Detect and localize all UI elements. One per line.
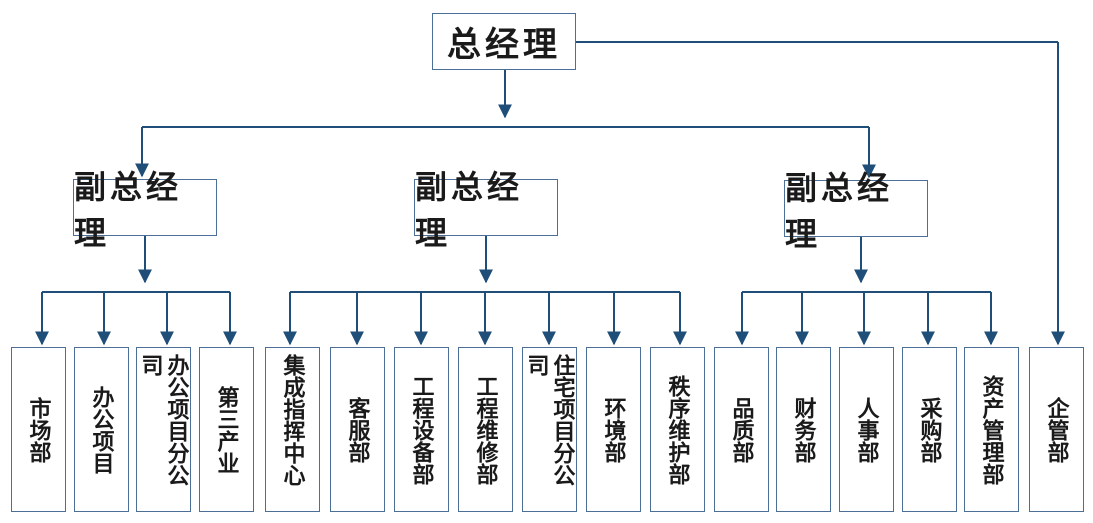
dept-label: 办公项目分公司 — [137, 354, 190, 486]
dept-label: 客服部 — [344, 396, 371, 463]
dept-box-enterprise-management: 企管部 — [1029, 347, 1084, 512]
dept-label: 市场部 — [25, 396, 52, 463]
dept-label: 企管部 — [1043, 396, 1070, 463]
dept-label: 集成指挥中心 — [279, 354, 306, 486]
general-manager-label: 总经理 — [447, 25, 561, 65]
dept-box-engineering-equipment: 工程设备部 — [394, 347, 449, 512]
dept-box-office-project: 办公项目 — [74, 347, 129, 512]
dept-box-asset-management: 资产管理部 — [964, 347, 1019, 512]
deputy-manager-label: 副总经理 — [415, 167, 524, 252]
dept-box-market: 市场部 — [11, 347, 66, 512]
dept-label: 财务部 — [790, 396, 817, 463]
dept-label: 环境部 — [600, 396, 627, 463]
dept-label: 品质部 — [728, 396, 755, 463]
dept-box-procurement: 采购部 — [902, 347, 957, 512]
dept-box-tertiary-industry: 第三产业 — [199, 347, 254, 512]
dept-label: 人事部 — [853, 396, 880, 463]
dept-box-finance: 财务部 — [776, 347, 831, 512]
dept-label: 秩序维护部 — [664, 374, 691, 485]
dept-label: 采购部 — [916, 396, 943, 463]
dept-box-quality: 品质部 — [714, 347, 769, 512]
dept-box-environment: 环境部 — [586, 347, 641, 512]
dept-box-customer-service: 客服部 — [330, 347, 385, 512]
dept-label: 资产管理部 — [978, 374, 1005, 485]
dept-box-command-center: 集成指挥中心 — [265, 347, 320, 512]
deputy-manager-box-1: 副总经理 — [73, 168, 217, 252]
dept-label: 住宅项目分公司 — [523, 354, 576, 486]
dept-label: 第三产业 — [213, 385, 240, 474]
dept-box-office-branch: 办公项目分公司 — [136, 347, 191, 512]
deputy-manager-label: 副总经理 — [785, 168, 894, 253]
dept-label: 办公项目 — [88, 385, 115, 474]
general-manager-box: 总经理 — [432, 13, 576, 70]
dept-box-engineering-maintenance: 工程维修部 — [458, 347, 513, 512]
dept-label: 工程设备部 — [408, 374, 435, 485]
dept-box-order-maintenance: 秩序维护部 — [650, 347, 705, 512]
deputy-manager-box-3: 副总经理 — [784, 169, 928, 253]
deputy-manager-box-2: 副总经理 — [414, 168, 558, 252]
dept-label: 工程维修部 — [472, 374, 499, 485]
deputy-manager-label: 副总经理 — [74, 167, 183, 252]
dept-box-hr: 人事部 — [839, 347, 894, 512]
dept-box-residential-branch: 住宅项目分公司 — [522, 347, 577, 512]
